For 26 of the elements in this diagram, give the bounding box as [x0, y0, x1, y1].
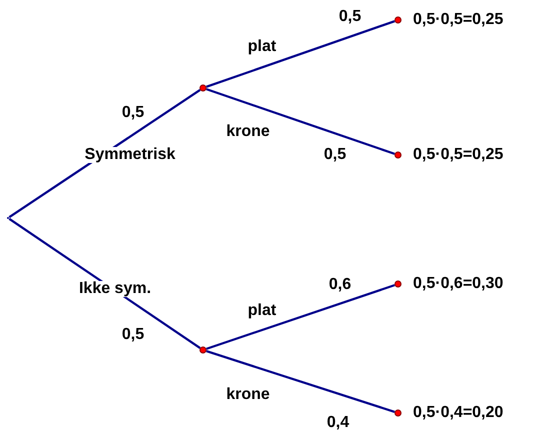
outcome-dot	[200, 346, 206, 354]
probability-label: 0,6	[328, 277, 352, 293]
outcome-dot	[394, 280, 402, 288]
tree-branch	[206, 88, 396, 155]
tree-branch	[206, 284, 396, 350]
edge-label: plat	[246, 303, 278, 319]
outcome-dot	[394, 16, 402, 24]
probability-label: 0,5	[324, 147, 346, 163]
probability-product: 0,5·0,5=0,25	[413, 147, 504, 163]
outcome-dot	[394, 410, 402, 416]
outcome-dot	[394, 152, 402, 158]
edge-label: Symmetrisk	[84, 147, 176, 163]
tree-branch	[8, 218, 201, 349]
edge-label: Ikke sym.	[78, 281, 152, 297]
probability-product: 0,5·0,4=0,20	[413, 405, 504, 421]
probability-label: 0,5	[122, 105, 144, 121]
outcome-dot	[200, 84, 206, 92]
tree-branch	[206, 350, 395, 413]
tree-branch	[8, 89, 201, 218]
probability-label: 0,5	[122, 327, 144, 343]
edge-label: plat	[246, 39, 278, 55]
probability-label: 0,5	[338, 9, 362, 25]
tree-branch	[206, 20, 396, 88]
probability-label: 0,4	[326, 415, 350, 431]
probability-product: 0,5·0,6=0,30	[413, 276, 504, 292]
probability-product: 0,5·0,5=0,25	[413, 12, 504, 28]
